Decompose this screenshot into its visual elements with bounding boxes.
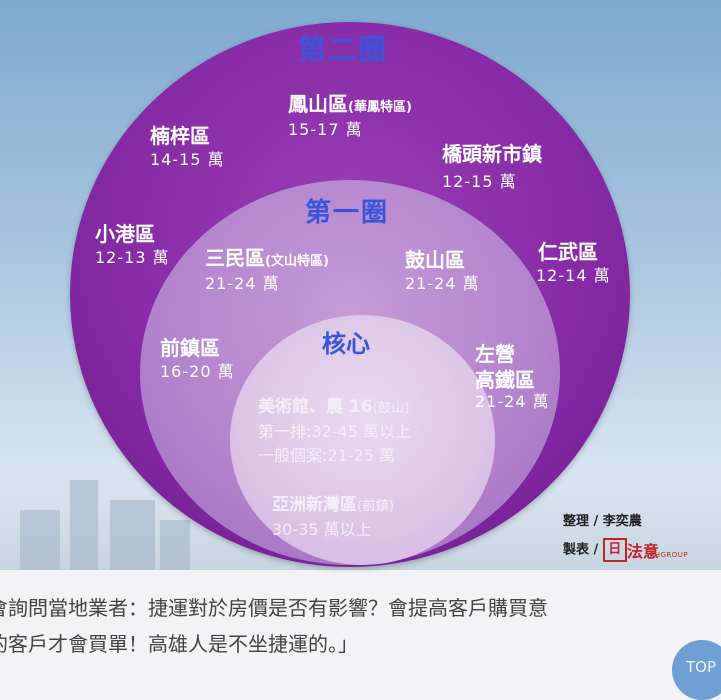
district-fengshan: 鳳山區(華鳳特區) xyxy=(288,92,412,116)
skyline-building xyxy=(20,510,60,570)
price-renwu: 12-14 萬 xyxy=(536,266,611,285)
article-line-2: 的客戶才會買單！高雄人是不坐捷運的。」 xyxy=(0,632,358,656)
price-qiaotou: 12-15 萬 xyxy=(442,172,517,191)
article-line-1: 會詢問當地業者：捷運對於房價是否有影響？會提高客戶購買意 xyxy=(0,596,548,620)
core-general-price: 一般個案:21-25 萬 xyxy=(258,446,395,465)
skyline-building xyxy=(160,520,190,570)
district-nanzi: 楠梓區 xyxy=(150,124,210,148)
price-xiaogang: 12-13 萬 xyxy=(95,248,170,267)
price-zuoying: 21-24 萬 xyxy=(475,392,550,411)
logo-text: 法意 xyxy=(626,542,659,561)
skyline-building xyxy=(110,500,155,570)
district-xiaogang: 小港區 xyxy=(95,222,155,246)
ring-first-title: 第一圈 xyxy=(305,198,390,228)
credit-compiled-by: 整理 / 李奕農 xyxy=(563,514,642,529)
district-zuoying-hsr: 高鐵區 xyxy=(475,368,535,392)
credit-made-by: 製表 / 日法意 xyxy=(563,538,659,562)
district-gushan: 鼓山區 xyxy=(405,248,465,272)
ring-core-title: 核心 xyxy=(322,329,370,358)
ring-outer-title: 第二圈 xyxy=(298,33,389,66)
core-asia-bay-price: 30-35 萬以上 xyxy=(272,520,372,539)
core-museum: 美術館、農 16(鼓山) xyxy=(258,397,410,417)
core-first-row-price: 第一排:32-45 萬以上 xyxy=(258,422,411,441)
logo-icon: 日 xyxy=(602,538,627,562)
price-nanzi: 14-15 萬 xyxy=(150,150,225,169)
district-qianzhen: 前鎮區 xyxy=(160,336,220,360)
back-to-top-button[interactable]: TOP xyxy=(672,640,721,700)
district-sanmin: 三民區(文山特區) xyxy=(205,246,329,270)
logo-subtext: PHGROUP xyxy=(650,551,689,559)
price-fengshan: 15-17 萬 xyxy=(288,120,363,139)
district-qiaotou: 橋頭新市鎮 xyxy=(442,142,542,166)
district-renwu: 仁武區 xyxy=(538,240,598,264)
district-zuoying: 左營 xyxy=(475,342,515,366)
core-asia-bay: 亞洲新灣區(前鎮) xyxy=(272,495,395,515)
price-sanmin: 21-24 萬 xyxy=(205,274,280,293)
skyline-building xyxy=(70,480,98,570)
price-gushan: 21-24 萬 xyxy=(405,274,480,293)
price-qianzhen: 16-20 萬 xyxy=(160,362,235,381)
ring-core xyxy=(230,315,495,565)
